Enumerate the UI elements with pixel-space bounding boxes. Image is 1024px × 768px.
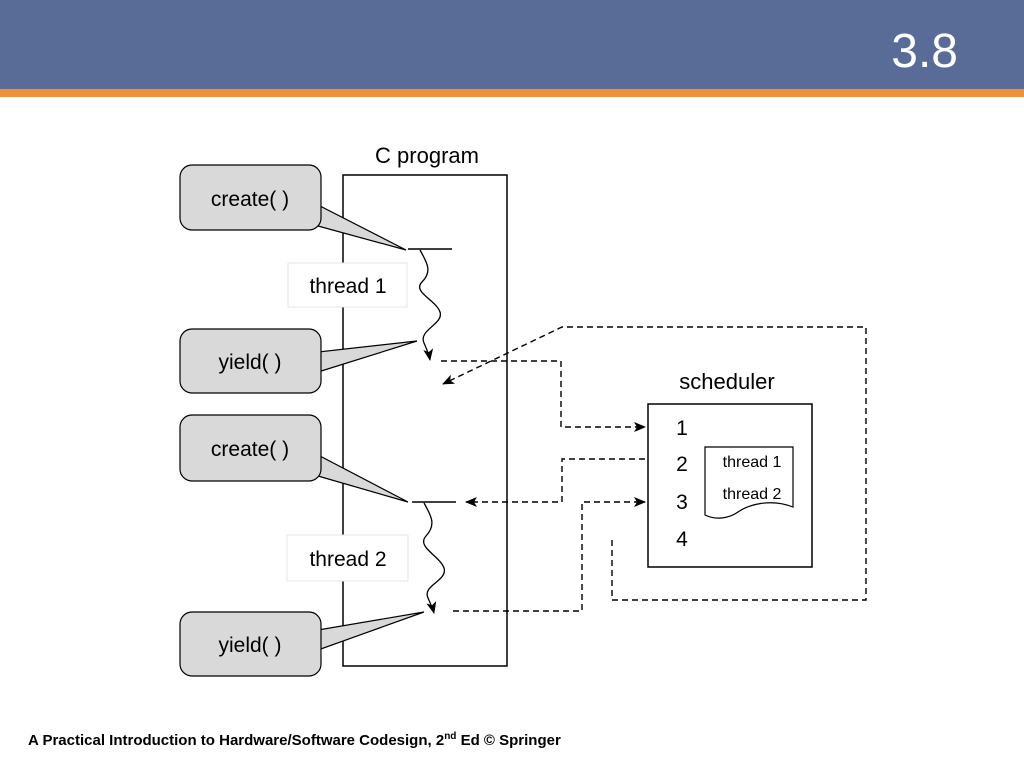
header-accent-bar	[0, 89, 1024, 97]
create-1-label: create( )	[211, 188, 289, 211]
scheduler-queue-document	[704, 446, 794, 519]
thread-2-label-box	[286, 534, 409, 582]
yield-2-label: yield( )	[218, 634, 281, 657]
footer-citation: A Practical Introduction to Hardware/Sof…	[28, 731, 561, 750]
scheduler-slot-4: 4	[676, 528, 688, 551]
yield-1-label: yield( )	[218, 351, 281, 374]
create-2-label: create( )	[211, 438, 289, 461]
yield-1-to-scheduler-arrow	[441, 360, 646, 432]
scheduler-queue-item-2: thread 2	[723, 486, 782, 503]
scheduler-slot-2: 2	[676, 453, 688, 476]
slide-header	[0, 0, 1024, 89]
scheduler-queue-item-1: thread 1	[723, 454, 782, 471]
create-1-callout	[179, 164, 322, 231]
thread-2-squiggle	[423, 502, 445, 614]
yield-2-to-scheduler-arrow	[453, 497, 646, 612]
create-2-callout	[179, 414, 322, 482]
scheduler-title: scheduler	[679, 369, 774, 394]
yield-1-callout	[179, 328, 322, 394]
create-2-callout-tail	[317, 454, 409, 503]
thread-1-label-box	[287, 262, 408, 308]
thread-1-label: thread 1	[309, 275, 386, 298]
c-program-box	[342, 174, 508, 667]
c-program-title: C program	[375, 143, 479, 168]
slide-number: 3.8	[891, 25, 958, 78]
footer-superscript: nd	[444, 731, 457, 742]
scheduler-slot-3: 3	[676, 491, 688, 514]
scheduler-slot-1: 1	[676, 417, 688, 440]
yield-2-callout	[179, 611, 322, 677]
thread-1-squiggle	[419, 249, 441, 361]
yield-1-callout-tail	[317, 340, 418, 373]
create-1-callout-tail	[317, 204, 407, 251]
thread-2-label: thread 2	[309, 548, 386, 571]
footer-text-tail: Ed © Springer	[456, 732, 561, 749]
scheduler-to-thread-2-create-arrow	[465, 458, 645, 507]
yield-2-callout-tail	[317, 611, 425, 651]
scheduler-to-thread-1-resume-arrow	[442, 326, 867, 601]
footer-text-main: A Practical Introduction to Hardware/Sof…	[28, 732, 445, 749]
